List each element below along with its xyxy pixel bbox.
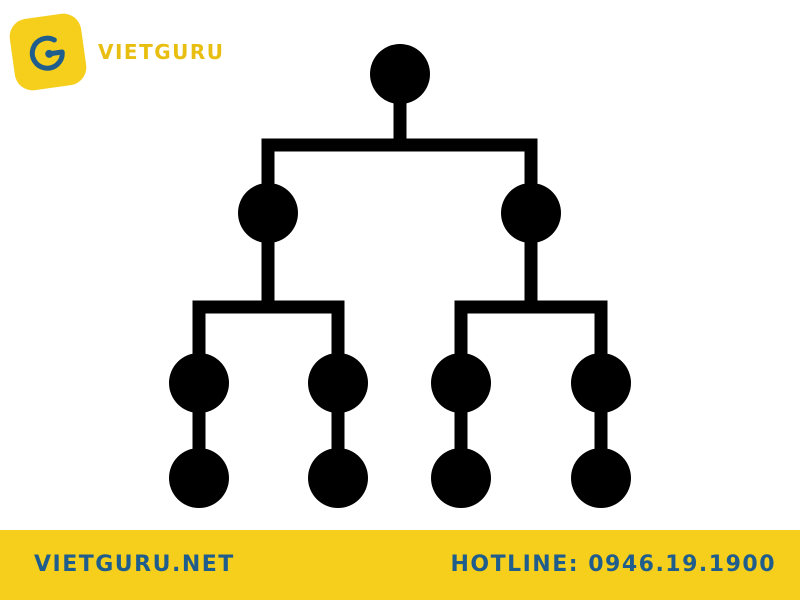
vietguru-logo-icon — [7, 11, 89, 93]
website-link[interactable]: VIETGURU.NET — [34, 552, 235, 577]
hierarchy-diagram — [169, 44, 631, 508]
level-3-node — [169, 448, 229, 508]
level-3-node — [571, 448, 631, 508]
level-2-node — [308, 353, 368, 413]
brand-name: VIETGURU — [98, 40, 225, 64]
root-node — [370, 44, 430, 104]
diagram-nodes — [169, 44, 631, 508]
brand-logo: VIETGURU — [7, 11, 225, 93]
footer-bar: VIETGURU.NET HOTLINE: 0946.19.1900 — [0, 530, 800, 600]
level-2-node — [571, 353, 631, 413]
level-3-node — [308, 448, 368, 508]
level-1-node — [501, 183, 561, 243]
diagram-edges — [192, 67, 608, 485]
level-1-node — [238, 183, 298, 243]
level-3-node — [431, 448, 491, 508]
level-2-node — [169, 353, 229, 413]
hotline-text: HOTLINE: 0946.19.1900 — [450, 552, 776, 577]
level-2-node — [431, 353, 491, 413]
